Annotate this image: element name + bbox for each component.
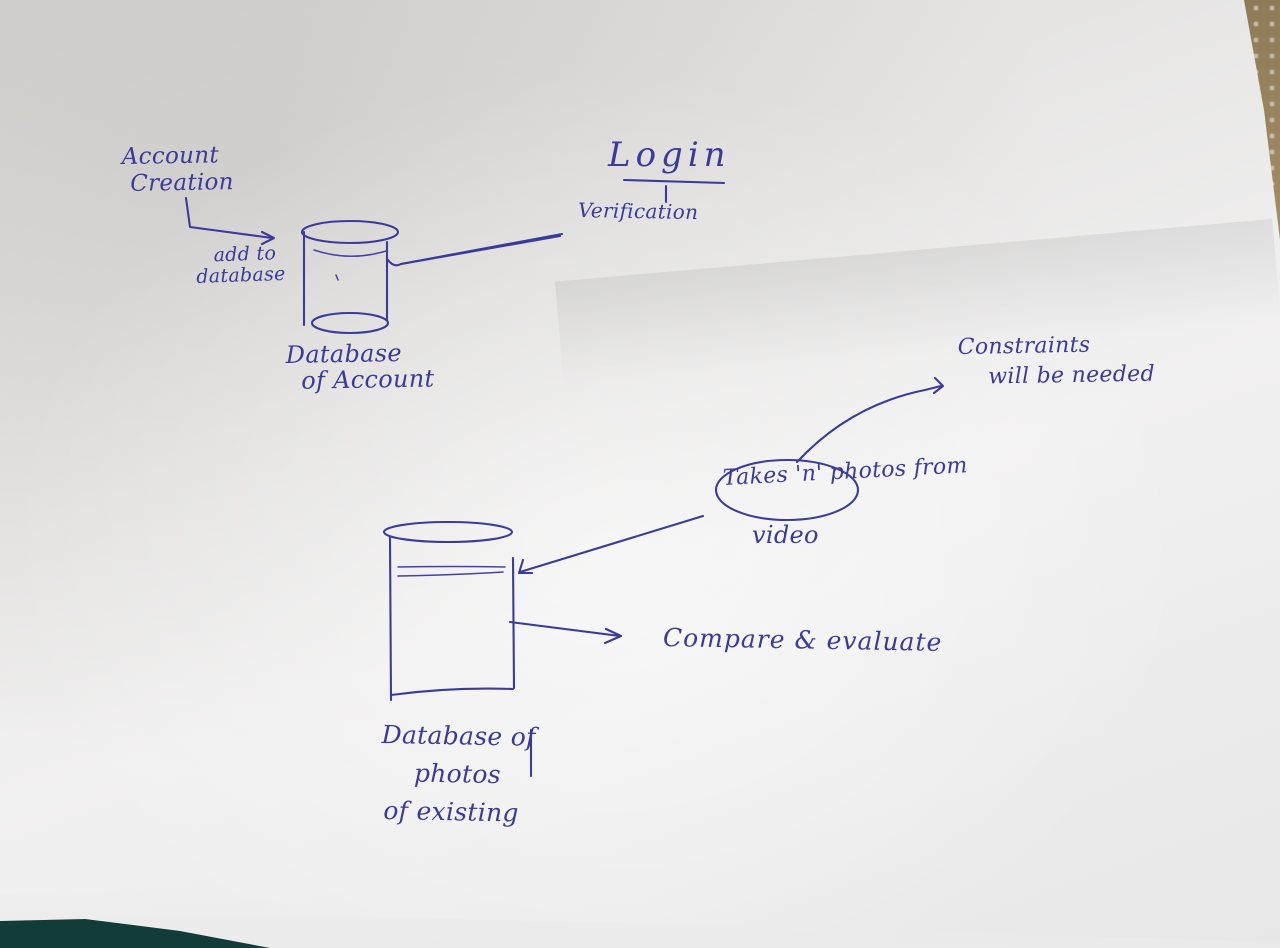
video-label: video [752,521,819,549]
login-label: Login [608,135,731,175]
account-database-cylinder [300,219,400,335]
constraints-arrow [795,376,945,464]
photos-to-database-arrow [517,458,860,575]
add-to-database-label: add to database [195,242,287,288]
compare-evaluate-label: Compare & evaluate [662,623,943,657]
account-creation-label: Account Creation [121,142,235,197]
database-of-account-label: Database of Account [285,338,435,395]
constraints-label: Constraints will be needed [957,332,1156,390]
photos-database-cylinder [382,520,516,702]
login-connection [386,178,726,267]
database-of-photos-label: Database of photos of existing [381,720,536,828]
compare-evaluate-arrow [508,620,623,645]
account-creation-arrow [184,196,276,246]
verification-label: Verification [577,198,699,225]
